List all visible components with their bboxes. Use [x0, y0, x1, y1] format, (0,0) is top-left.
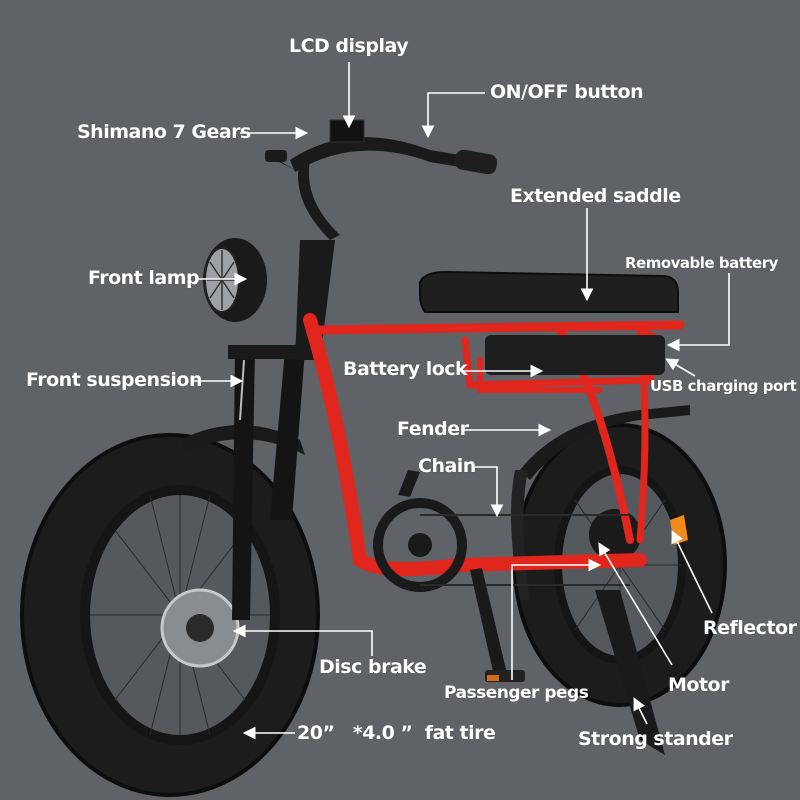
label-fender: Fender — [397, 418, 469, 440]
label-removable-battery: Removable battery — [625, 254, 778, 272]
label-front-suspension: Front suspension — [26, 369, 202, 391]
rear-fender — [520, 405, 690, 480]
label-disc-brake: Disc brake — [319, 656, 427, 678]
label-front-lamp: Front lamp — [88, 267, 200, 289]
label-reflector: Reflector — [703, 617, 797, 639]
front-fork — [228, 345, 308, 620]
label-passenger-pegs: Passenger pegs — [444, 683, 589, 703]
saddle — [419, 270, 679, 313]
label-strong-stander: Strong stander — [578, 728, 733, 750]
lcd-screen — [329, 119, 365, 143]
label-usb-charging-port: USB charging port — [650, 377, 797, 395]
handlebar-assembly — [265, 119, 498, 360]
label-battery-lock: Battery lock — [343, 358, 468, 380]
label-on-off-button: ON/OFF button — [490, 81, 644, 103]
label-fat-tire: 20” *4.0 ” fat tire — [297, 722, 496, 744]
drivetrain — [373, 470, 630, 682]
label-motor: Motor — [668, 674, 729, 696]
label-chain: Chain — [418, 455, 476, 477]
label-extended-saddle: Extended saddle — [510, 185, 681, 207]
leader-lines — [193, 62, 730, 740]
battery-pack — [485, 335, 665, 375]
label-shimano-gears: Shimano 7 Gears — [77, 121, 251, 143]
headlamp — [203, 238, 267, 322]
kickstand — [595, 590, 665, 755]
label-lcd-display: LCD display — [289, 35, 409, 57]
